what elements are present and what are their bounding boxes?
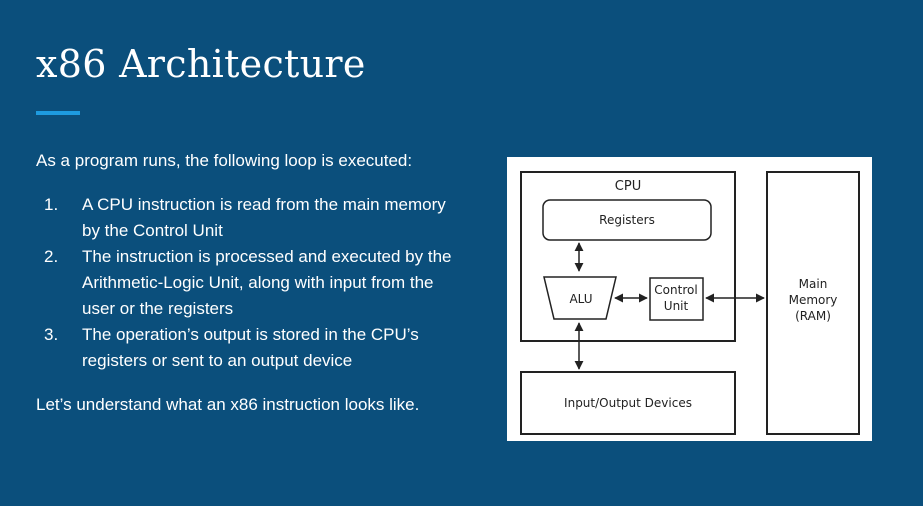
step-text: The operation’s output is stored in the … [82, 325, 419, 370]
slide-title: x86 Architecture [36, 42, 366, 86]
step-text: The instruction is processed and execute… [82, 247, 452, 318]
step-text: A CPU instruction is read from the main … [82, 195, 446, 240]
architecture-diagram: CPU Registers ALU Control Unit Main Memo… [507, 157, 872, 441]
control-unit-label-line2: Unit [664, 299, 689, 313]
io-devices-box [520, 371, 736, 435]
registers-box [542, 199, 712, 241]
step-item: 1. A CPU instruction is read from the ma… [36, 192, 456, 244]
alu-label: ALU [569, 292, 592, 306]
step-item: 3. The operation’s output is stored in t… [36, 322, 456, 374]
step-number: 3. [44, 325, 59, 344]
cpu-label: CPU [615, 179, 641, 194]
control-unit-label-line1: Control [654, 283, 697, 297]
cpu-box [520, 171, 736, 342]
slide-body: As a program runs, the following loop is… [36, 148, 456, 418]
title-accent-bar [36, 111, 80, 115]
io-devices-label: Input/Output Devices [564, 396, 692, 410]
step-number: 1. [44, 195, 59, 214]
main-memory-box [766, 171, 860, 435]
main-memory-label-line3: (RAM) [795, 309, 831, 323]
control-unit-box [649, 277, 704, 321]
alu-shape [543, 276, 617, 320]
step-number: 2. [44, 247, 59, 266]
steps-list: 1. A CPU instruction is read from the ma… [36, 192, 456, 374]
intro-text: As a program runs, the following loop is… [36, 151, 413, 170]
main-memory-label-line1: Main [799, 277, 828, 291]
main-memory-label-line2: Memory [789, 293, 838, 307]
registers-label: Registers [599, 213, 655, 227]
step-item: 2. The instruction is processed and exec… [36, 244, 456, 322]
architecture-diagram-svg: CPU Registers ALU Control Unit Main Memo… [520, 171, 860, 435]
outro-text: Let’s understand what an x86 instruction… [36, 395, 420, 414]
